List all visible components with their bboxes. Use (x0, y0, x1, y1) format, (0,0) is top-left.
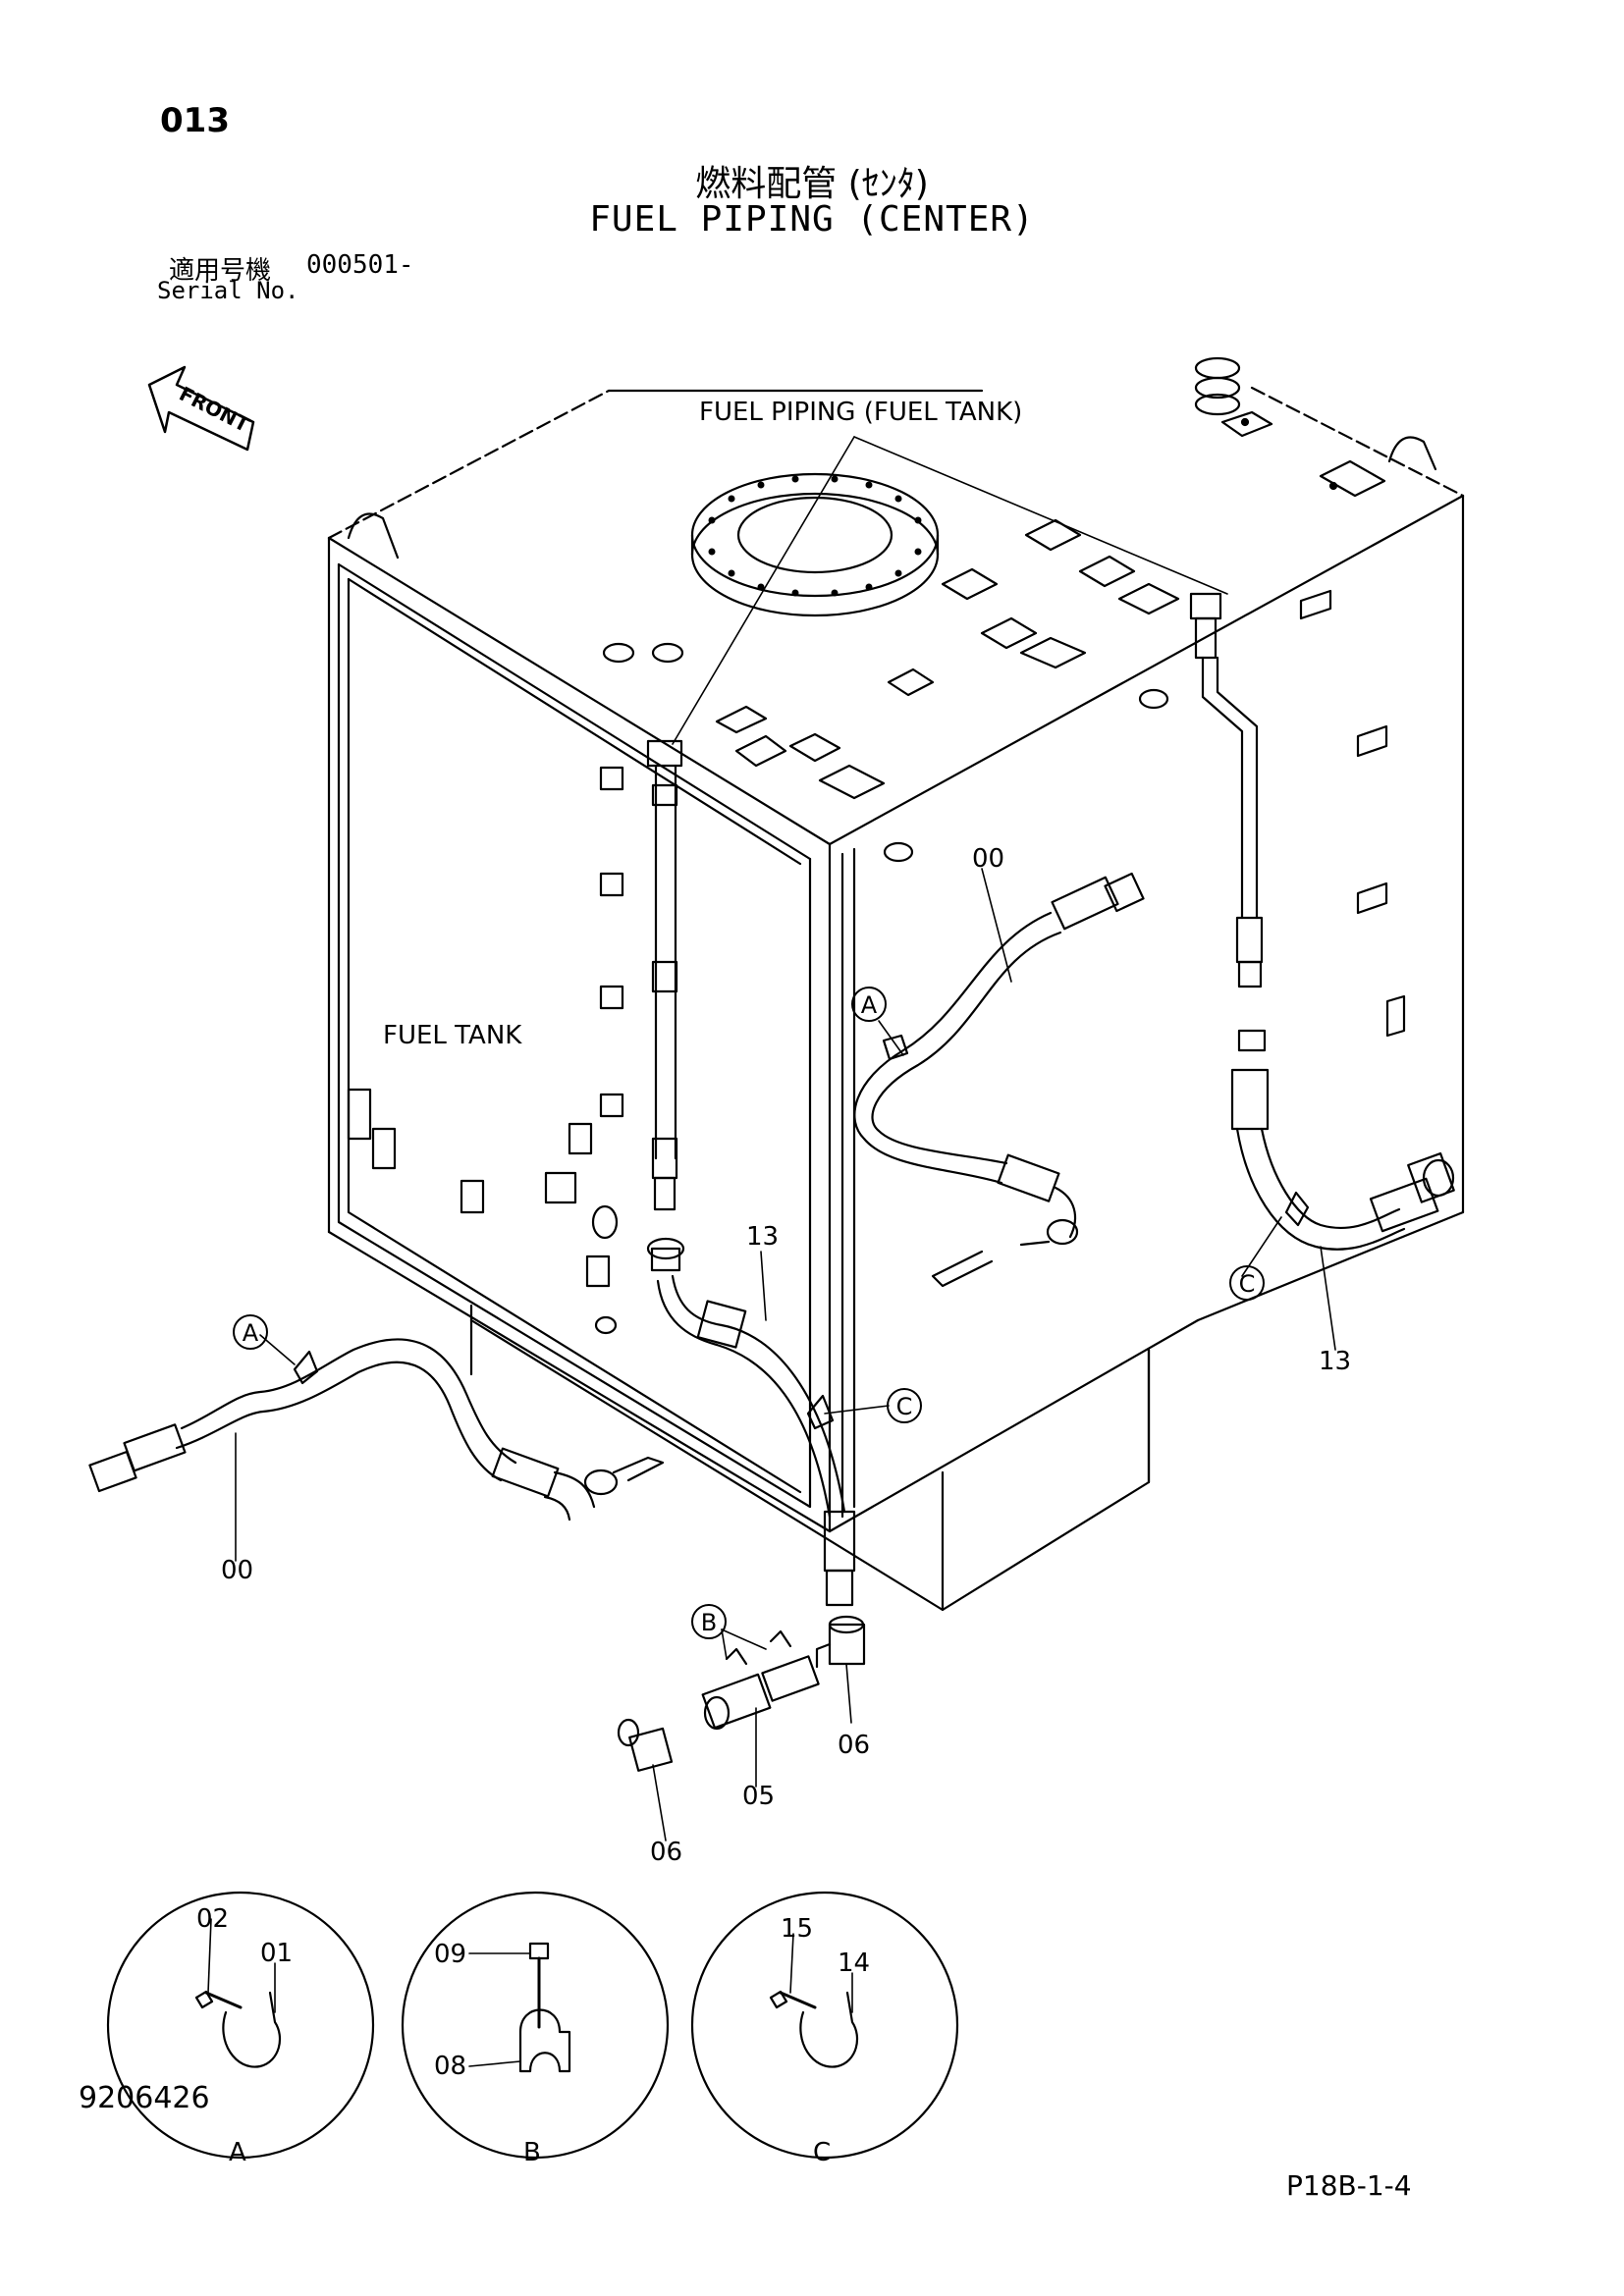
detail-a (106, 1891, 375, 2160)
tank-side-pads (347, 766, 624, 1335)
detail-b (401, 1891, 670, 2160)
front-arrow-icon: FRONT (147, 365, 255, 452)
svg-text:A: A (243, 1319, 259, 1347)
label-fuel-piping-tank: FUEL PIPING (FUEL TANK) (699, 398, 1023, 427)
hose-00-right (853, 872, 1145, 1288)
serial-label-jp: 適用号機 (169, 256, 272, 286)
serial-label-en: Serial No. (157, 277, 299, 304)
callout-c-right: C (1229, 1265, 1265, 1301)
front-label: FRONT (176, 382, 253, 437)
detail-label-a: A (229, 2138, 246, 2167)
callout-a-left: A (233, 1314, 268, 1350)
document-number: 9206426 (79, 2081, 210, 2115)
label-fuel-tank: FUEL TANK (383, 1021, 522, 1050)
part-number-13-right: 13 (1319, 1347, 1352, 1376)
svg-text:A: A (861, 991, 878, 1019)
svg-text:C: C (896, 1393, 913, 1420)
fuel-tank-outline (327, 386, 1465, 1612)
callout-b: B (691, 1604, 727, 1639)
part-number-06-right: 06 (838, 1731, 871, 1760)
page-title: FUEL PIPING (CENTER) (589, 199, 1035, 240)
part-number-15: 15 (781, 1914, 814, 1944)
callout-c-center: C (887, 1388, 922, 1423)
page-number: 013 (160, 101, 230, 140)
detail-label-b: B (523, 2138, 541, 2167)
part-number-09: 09 (434, 1940, 467, 1969)
svg-text:C: C (1239, 1270, 1256, 1298)
part-number-02: 02 (196, 1904, 230, 1934)
page-reference: P18B-1-4 (1286, 2169, 1412, 2202)
top-flange-ring (690, 472, 940, 617)
title-japanese: 燃料配管 (ｾﾝﾀ) (695, 164, 929, 204)
part-number-05: 05 (742, 1782, 776, 1811)
fuel-pipe-right (1189, 592, 1455, 1251)
part-number-01: 01 (260, 1939, 294, 1968)
hose-00-left (88, 1338, 665, 1522)
callout-a-right: A (851, 987, 887, 1022)
part-number-14: 14 (838, 1949, 871, 1978)
svg-text:B: B (701, 1609, 717, 1636)
detail-label-c: C (813, 2138, 832, 2167)
detail-c (690, 1891, 959, 2160)
leader-lines (235, 436, 1336, 1842)
fuel-pipe-center (646, 739, 856, 1607)
part-number-13-center: 13 (746, 1222, 780, 1252)
fittings-05-06 (617, 1615, 866, 1772)
part-number-06-left: 06 (650, 1838, 683, 1867)
tank-top-brackets (602, 356, 1406, 1038)
part-number-08: 08 (434, 2052, 467, 2081)
part-number-00-left: 00 (221, 1556, 254, 1585)
serial-number: 000501- (306, 250, 414, 280)
part-number-00-right: 00 (972, 844, 1005, 874)
